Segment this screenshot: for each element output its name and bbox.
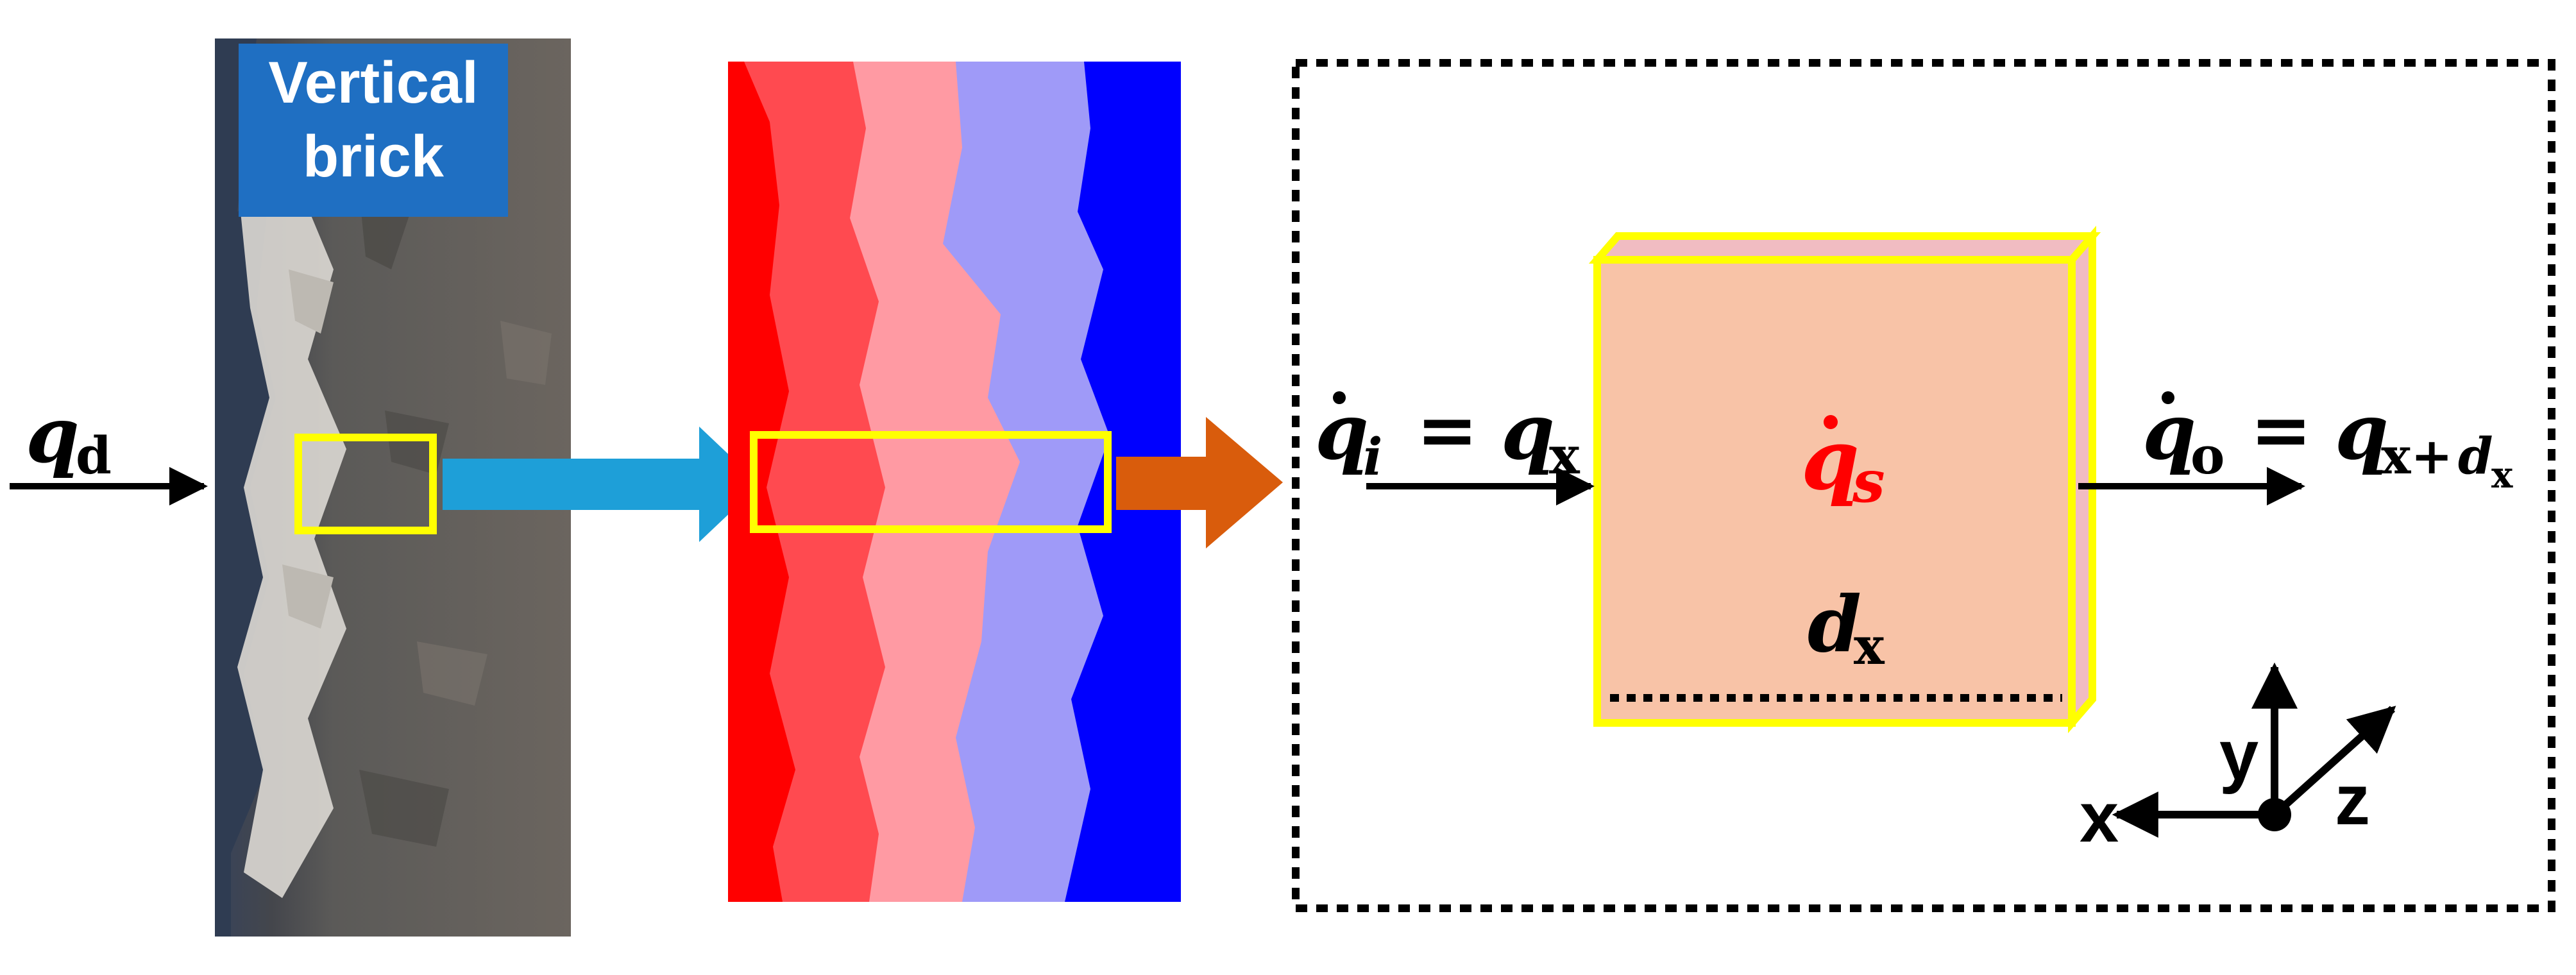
- heat-in-rhs-symbol: q: [1501, 387, 1555, 477]
- heat-out-lhs-symbol: q: [2142, 387, 2196, 477]
- element-front-face: [1593, 256, 2076, 727]
- heat-out-rhs-symbol: q: [2335, 387, 2389, 477]
- storage-label: q s: [1801, 411, 1885, 516]
- photo-label: Vertical brick: [239, 44, 508, 217]
- orange-transition-arrow: [1116, 417, 1283, 548]
- photo-label-line2: brick: [303, 124, 445, 189]
- heat-out-rhs-subscript-main: x+: [2381, 427, 2453, 486]
- field-highlight-box: [750, 431, 1112, 533]
- z-axis-label: z: [2335, 761, 2370, 840]
- input-flux-label: q d: [26, 390, 112, 486]
- heat-in-dot: [1333, 391, 1346, 404]
- differential-element: [1588, 225, 2101, 734]
- temperature-field: [728, 62, 1181, 902]
- heat-in-rhs-subscript: x: [1549, 425, 1580, 486]
- storage-dot: [1824, 415, 1838, 429]
- heat-out-rhs-subscript-sub: x: [2491, 454, 2513, 496]
- photo-label-box: [239, 44, 508, 217]
- heat-out-rhs-subscript-var: d: [2458, 427, 2493, 486]
- hot-zone: [728, 62, 795, 902]
- coordinate-axes: x y z: [2080, 662, 2396, 857]
- blue-transition-arrow: [443, 427, 760, 542]
- thickness-label: d x: [1808, 579, 1885, 676]
- photo-label-line1: Vertical: [268, 50, 478, 115]
- heat-out-lhs-subscript: o: [2190, 425, 2224, 486]
- heat-out-dot: [2162, 391, 2174, 404]
- photo-highlight-box: [294, 434, 437, 534]
- heat-out-equals: =: [2250, 387, 2312, 473]
- heat-in-lhs-subscript: i: [1363, 427, 1382, 487]
- z-axis-arrow: [2271, 706, 2396, 818]
- input-flux-subscript: d: [76, 425, 112, 486]
- heat-out-label: q o = q x+ d x: [2142, 387, 2513, 496]
- input-flux-symbol: q: [26, 390, 80, 480]
- thickness-symbol: d: [1808, 579, 1861, 670]
- storage-subscript: s: [1852, 448, 1885, 516]
- heat-in-lhs-symbol: q: [1315, 387, 1369, 477]
- heat-in-label: q i = q x: [1315, 387, 1580, 487]
- control-volume-frame: [1292, 59, 2555, 912]
- axes-origin: [2258, 798, 2291, 831]
- x-axis-label: x: [2080, 778, 2119, 857]
- thickness-subscript: x: [1854, 616, 1885, 676]
- heat-in-equals: =: [1416, 387, 1478, 473]
- y-axis-label: y: [2219, 716, 2258, 795]
